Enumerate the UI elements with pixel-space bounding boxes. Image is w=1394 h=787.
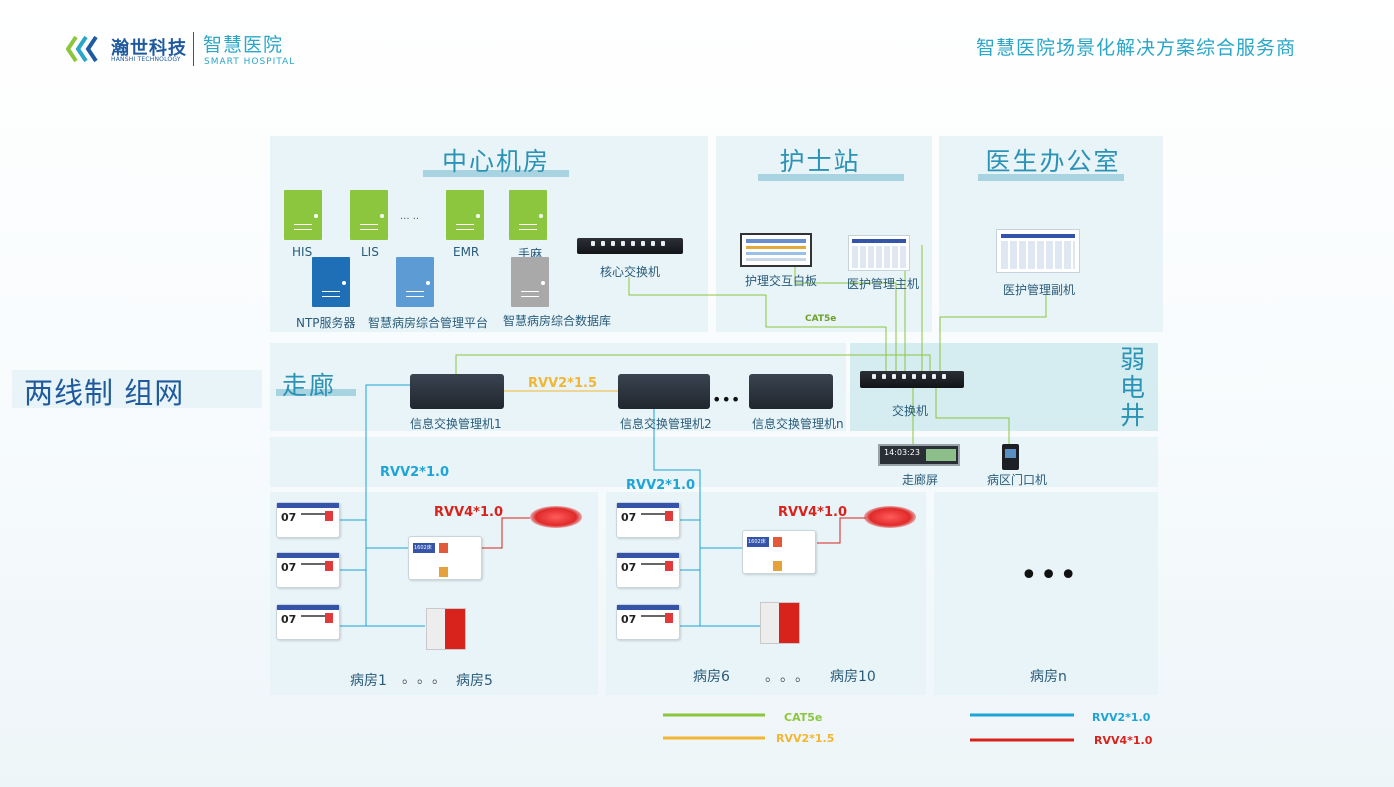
nurse-station-title: 护士站 xyxy=(779,147,861,176)
legend-cat5e-label: CAT5e xyxy=(784,711,823,724)
rvv10-lines xyxy=(340,384,760,627)
ward-1-label: 病房1 xyxy=(350,673,387,689)
panel-ward-group-n xyxy=(934,492,1158,695)
nursing-sub-host-icon xyxy=(996,229,1080,273)
core-switch-icon xyxy=(577,238,683,254)
info-manager-2-icon xyxy=(618,374,710,409)
emergency-call-icon xyxy=(760,602,800,644)
bed-terminal: 07 xyxy=(616,502,680,538)
nursing-sub-host-label: 医护管理副机 xyxy=(1003,283,1076,297)
side-title: 两线制 组网 xyxy=(24,376,185,410)
call-light-icon xyxy=(864,506,916,528)
legend-lines xyxy=(663,713,1074,742)
ward-6-ellipsis: 。。。 xyxy=(765,669,817,685)
servers-ellipsis: ··· ·· xyxy=(400,214,420,225)
switch-downlinks xyxy=(912,388,1010,445)
ward-n-ellipsis: ••• xyxy=(1020,558,1080,593)
door-machine-label: 病区门口机 xyxy=(987,473,1048,487)
ward-1-ellipsis: 。。。 xyxy=(402,671,454,687)
nursing-host-icon xyxy=(848,235,910,271)
rvv40-lines xyxy=(482,517,866,549)
room-door-terminal: 1602床 xyxy=(742,530,816,574)
legend-rvv15-label: RVV2*1.5 xyxy=(776,732,835,745)
corridor-screen-icon: 14:03:23 xyxy=(878,444,960,466)
server-platform-label: 智慧病房综合管理平台 xyxy=(368,316,489,330)
info-manager-1-label: 信息交换管理机1 xyxy=(410,417,502,431)
tagline: 智慧医院场景化解决方案综合服务商 xyxy=(976,37,1297,59)
call-light-icon xyxy=(530,506,582,528)
corridor-title-underline xyxy=(276,389,356,396)
legend-rvv10-label: RVV2*1.0 xyxy=(1092,711,1151,724)
ward-5-label: 病房5 xyxy=(456,673,493,689)
brand-name: 瀚世科技 xyxy=(111,38,187,59)
ward-6-label: 病房6 xyxy=(693,669,730,685)
server-platform-icon xyxy=(396,257,434,307)
server-lis-label: LIS xyxy=(361,245,379,259)
info-manager-1-icon xyxy=(410,374,504,409)
cat5e-lines xyxy=(455,245,1047,375)
doctor-office-title: 医生办公室 xyxy=(985,147,1121,176)
nursing-whiteboard-icon xyxy=(740,233,812,267)
corridor-title: 走廊 xyxy=(282,371,337,400)
info-manager-2-label: 信息交换管理机2 xyxy=(620,417,712,431)
center-room-title: 中心机房 xyxy=(441,147,550,176)
server-database-icon xyxy=(511,257,549,307)
weak-well-title: 弱电井 xyxy=(1120,345,1146,430)
emergency-call-icon xyxy=(426,608,466,650)
server-ntp-label: NTP服务器 xyxy=(296,316,356,330)
server-lis-icon xyxy=(350,190,388,240)
room-number: 1602床 xyxy=(414,545,432,551)
cat5e-cable-label: CAT5e xyxy=(805,314,837,324)
server-his-icon xyxy=(284,190,322,240)
ward-n-label: 病房n xyxy=(1030,669,1067,685)
server-database-label: 智慧病房综合数据库 xyxy=(503,314,612,328)
hospital-name: 智慧医院 xyxy=(203,34,284,56)
corridor-screen-time: 14:03:23 xyxy=(884,448,920,457)
server-emr-icon xyxy=(446,190,484,240)
bed-terminal: 07 xyxy=(276,552,340,588)
server-anesthesia-icon xyxy=(509,190,547,240)
corridor-screen-label: 走廊屏 xyxy=(902,473,939,487)
bed-terminal: 07 xyxy=(616,604,680,640)
main-switch-icon xyxy=(860,371,964,388)
bed-terminal: 07 xyxy=(276,502,340,538)
logo-divider xyxy=(193,32,194,66)
nursing-host-label: 医护管理主机 xyxy=(847,277,920,291)
doctor-office-title-underline xyxy=(978,174,1124,181)
rvv40-cable-label-left: RVV4*1.0 xyxy=(434,505,504,520)
door-machine-icon xyxy=(1002,444,1019,470)
server-emr-label: EMR xyxy=(453,245,480,259)
bed-terminal: 07 xyxy=(276,604,340,640)
brand-chevron-icon xyxy=(65,35,98,63)
room-number: 1602床 xyxy=(748,539,766,545)
nurse-station-title-underline xyxy=(758,174,904,181)
rvv15-cable-label: RVV2*1.5 xyxy=(528,376,598,391)
rvv40-cable-label-mid: RVV4*1.0 xyxy=(778,505,848,520)
center-room-title-underline xyxy=(423,170,569,177)
info-manager-n-label: 信息交换管理机n xyxy=(752,417,844,431)
info-manager-n-icon xyxy=(749,374,833,409)
legend-rvv40-label: RVV4*1.0 xyxy=(1094,734,1153,747)
side-title-box xyxy=(12,370,262,408)
brand-logo xyxy=(65,33,106,65)
ward-10-label: 病房10 xyxy=(830,669,876,685)
nursing-whiteboard-label: 护理交互白板 xyxy=(745,274,818,288)
core-switch-label: 核心交换机 xyxy=(600,265,661,279)
rvv10-cable-label-left: RVV2*1.0 xyxy=(380,465,450,480)
bed-terminal: 07 xyxy=(616,552,680,588)
manager-ellipsis: ••• xyxy=(712,390,741,409)
server-ntp-icon xyxy=(312,257,350,307)
room-door-terminal: 1602床 xyxy=(408,536,482,580)
hospital-english: SMART HOSPITAL xyxy=(204,57,296,67)
brand-english: HANSHI TECHNOLOGY xyxy=(111,56,181,63)
rvv10-cable-label-mid: RVV2*1.0 xyxy=(626,478,696,493)
server-his-label: HIS xyxy=(292,245,313,259)
main-switch-label: 交换机 xyxy=(892,404,929,418)
